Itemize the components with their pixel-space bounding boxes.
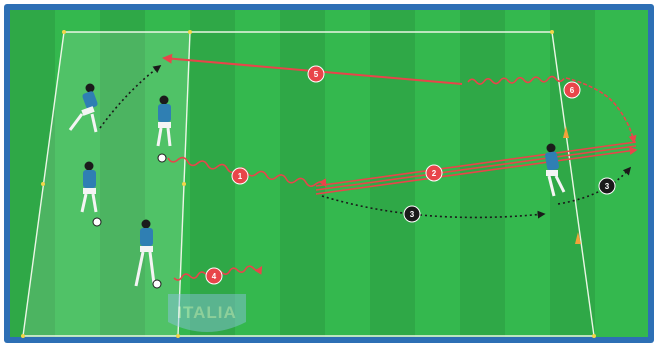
- step-badge-6: 6: [564, 82, 580, 98]
- step-badge-3a: 3: [404, 206, 420, 222]
- ball-bottom-player: [153, 280, 161, 288]
- svg-text:6: 6: [570, 86, 575, 95]
- svg-text:3: 3: [605, 182, 610, 191]
- ball-top-player: [158, 154, 166, 162]
- step-badge-5: 5: [308, 66, 324, 82]
- svg-text:5: 5: [314, 70, 319, 79]
- italia-watermark: ITALIA: [168, 294, 246, 332]
- step-badge-4: 4: [206, 268, 222, 284]
- step-badge-3b: 3: [599, 178, 615, 194]
- ball-middle-left: [93, 218, 101, 226]
- svg-text:4: 4: [212, 272, 217, 281]
- svg-text:3: 3: [410, 210, 415, 219]
- watermark-text: ITALIA: [177, 303, 237, 322]
- svg-text:2: 2: [432, 169, 437, 178]
- step-badge-1: 1: [232, 168, 248, 184]
- svg-text:1: 1: [238, 172, 243, 181]
- step-badge-2: 2: [426, 165, 442, 181]
